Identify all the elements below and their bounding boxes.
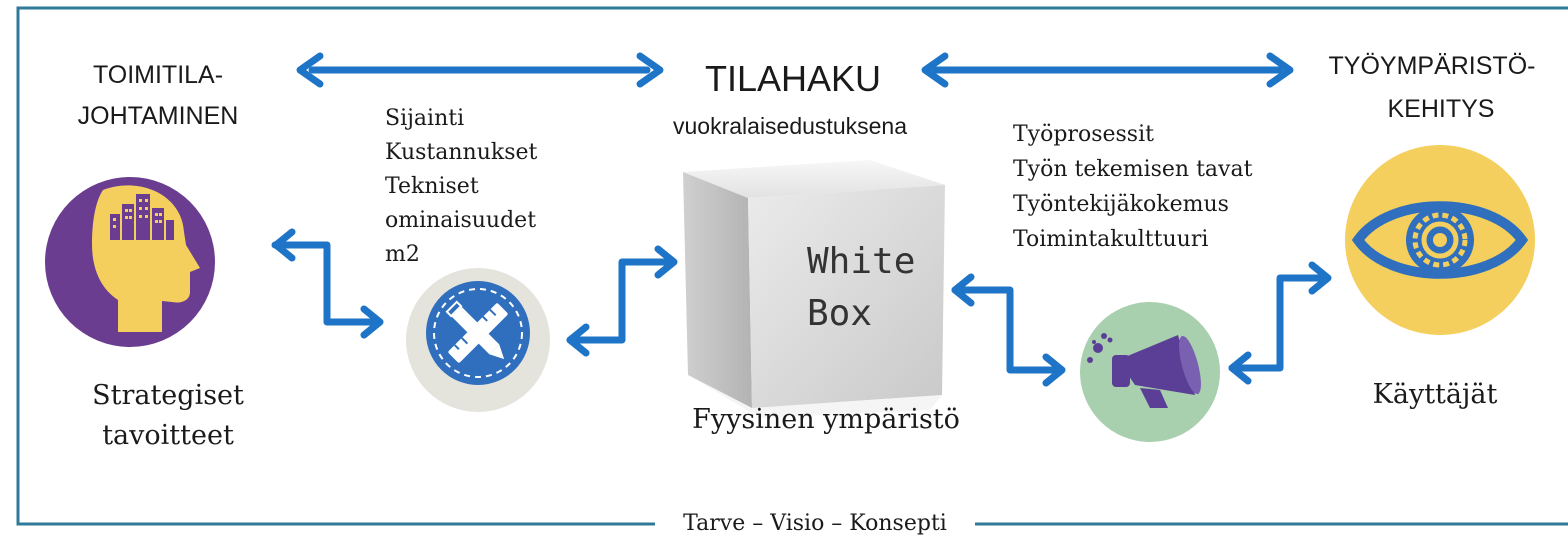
arrow-criteria-box bbox=[566, 245, 678, 357]
footer-caption: Tarve – Visio – Konsepti bbox=[677, 511, 953, 536]
ruler-pencil-icon bbox=[406, 268, 550, 412]
criteria-list: Sijainti Kustannukset Tekniset ominaisuu… bbox=[385, 102, 537, 272]
work-topic-item: Työntekijäkokemus bbox=[1013, 192, 1229, 217]
left-caption-line-2: tavoitteet bbox=[102, 420, 234, 451]
criteria-item: m2 bbox=[385, 242, 420, 267]
right-caption: Käyttäjät bbox=[1372, 379, 1498, 410]
box-label-line-2: Box bbox=[807, 293, 873, 334]
arrow-box-megaphone bbox=[951, 273, 1066, 387]
box-caption: Fyysinen ympäristö bbox=[692, 404, 960, 435]
criteria-item: Kustannukset bbox=[385, 140, 538, 165]
diagram-title: TILAHAKU bbox=[704, 58, 882, 99]
eye-gear-icon bbox=[1345, 145, 1535, 335]
head-buildings-icon bbox=[45, 177, 215, 347]
right-heading-line-1: TYÖYMPÄRISTÖ- bbox=[1328, 52, 1536, 80]
arrow-head-criteria bbox=[271, 228, 384, 339]
criteria-item: Tekniset bbox=[385, 174, 479, 199]
work-topic-item: Toimintakulttuuri bbox=[1013, 227, 1209, 252]
arrow-title-right bbox=[921, 52, 1294, 88]
work-topics-list: Työprosessit Työn tekemisen tavat Työnte… bbox=[1013, 117, 1252, 257]
megaphone-icon bbox=[1080, 302, 1220, 442]
work-topic-item: Työn tekemisen tavat bbox=[1013, 157, 1253, 182]
arrow-left-title bbox=[296, 52, 664, 88]
left-caption-line-1: Strategiset bbox=[92, 380, 244, 411]
left-heading-line-2: JOHTAMINEN bbox=[77, 102, 239, 130]
criteria-item: Sijainti bbox=[385, 106, 465, 131]
right-heading-line-2: KEHITYS bbox=[1387, 95, 1495, 123]
diagram-subtitle: vuokralaisedustuksena bbox=[673, 113, 907, 139]
box-label-line-1: White bbox=[807, 241, 916, 282]
left-heading-line-1: TOIMITILA- bbox=[92, 61, 224, 89]
arrow-megaphone-users bbox=[1228, 261, 1332, 385]
work-topic-item: Työprosessit bbox=[1013, 122, 1154, 147]
criteria-item: ominaisuudet bbox=[385, 208, 537, 233]
white-box-cube bbox=[683, 160, 945, 418]
outer-frame bbox=[16, 6, 1568, 526]
